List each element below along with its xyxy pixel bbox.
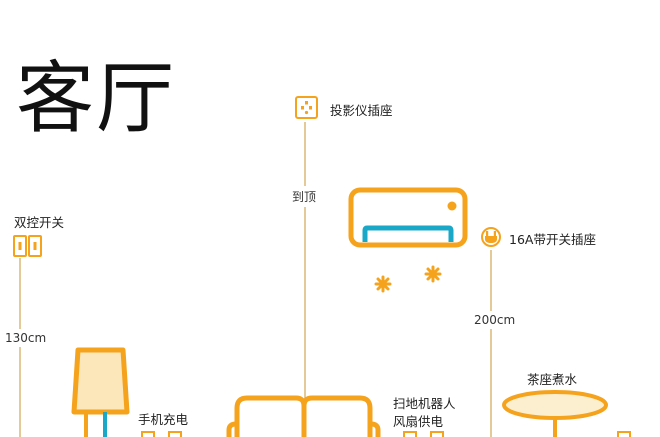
socket-icon [295, 96, 318, 119]
page-title: 客厅 [16, 54, 177, 144]
sofa-icon [226, 395, 381, 437]
snowflake-icon [374, 275, 392, 293]
ac-socket-height-measurement: 200cm [474, 311, 516, 329]
socket-icon [617, 431, 631, 437]
switch-height-measurement: 130cm [5, 329, 47, 347]
floor-lamp-icon [71, 347, 130, 437]
snowflake-icon [424, 265, 442, 283]
robot-power-label-line2: 风扇供电 [393, 414, 444, 429]
double-switch-icon [13, 235, 42, 257]
tea-table-icon [502, 390, 608, 437]
projector-socket-label: 投影仪插座 [330, 103, 393, 118]
double-switch-label: 双控开关 [14, 215, 65, 230]
ac-socket-label: 16A带开关插座 [509, 232, 596, 247]
robot-power-label: 扫地机器人 风扇供电 [393, 395, 456, 431]
to-ceiling-measurement: 到顶 [292, 186, 317, 207]
robot-power-label-line1: 扫地机器人 [393, 396, 456, 411]
plug-icon [481, 227, 501, 247]
phone-charge-label: 手机充电 [138, 412, 189, 427]
socket-icon [141, 431, 182, 437]
air-conditioner-icon [348, 187, 468, 248]
socket-icon [403, 431, 444, 437]
tea-table-label: 茶座煮水 [527, 372, 578, 387]
